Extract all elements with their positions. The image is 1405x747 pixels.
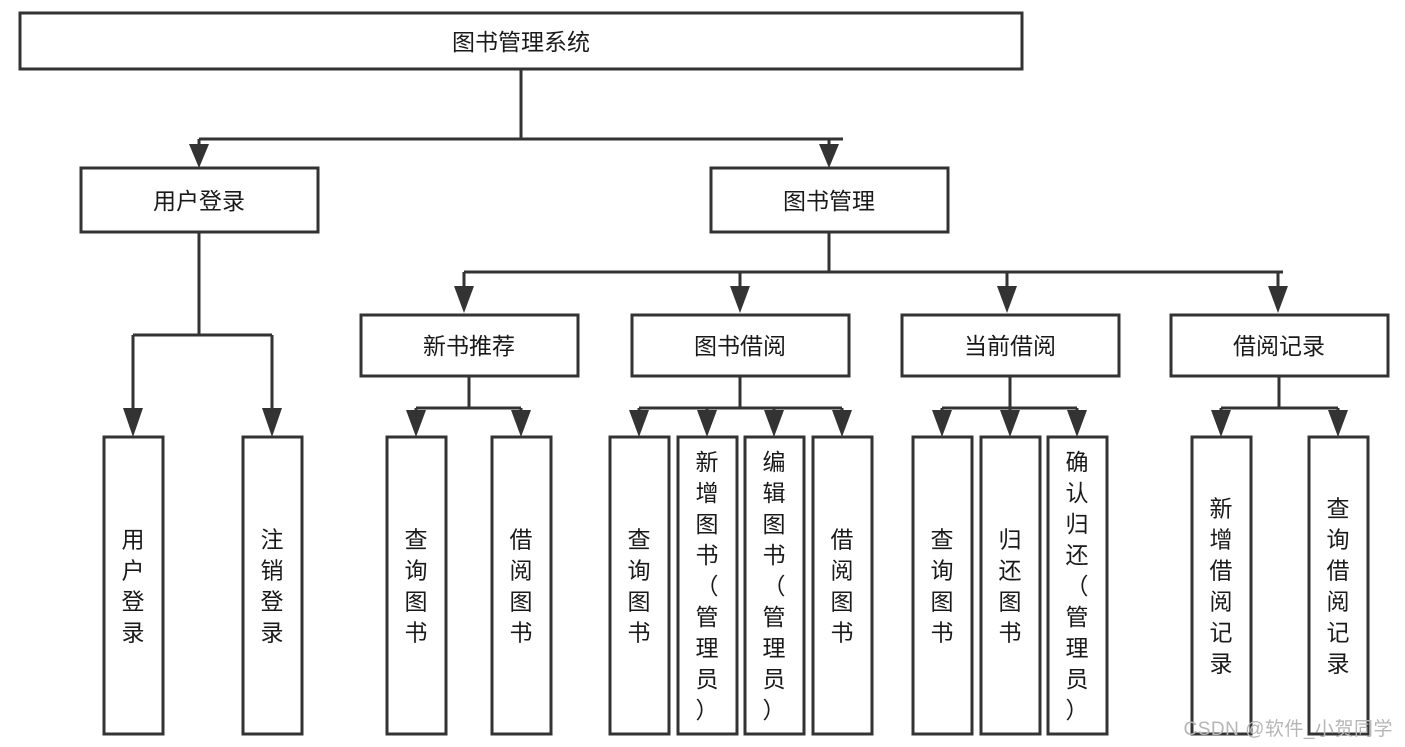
arrow-head-book-mgmt (819, 144, 839, 168)
arrow-head-leaf-query-book-1 (406, 410, 426, 437)
connector-group-new-book (406, 376, 531, 437)
arrow-head-leaf-confirm-return (1067, 410, 1087, 437)
node-borrow-records-box[interactable] (1169, 313, 1390, 378)
arrow-head-leaf-user-login (123, 408, 143, 437)
leaf-confirm-return[interactable]: 确认归还（管理员） (1046, 435, 1109, 736)
node-root[interactable]: 图书管理系统 (18, 11, 1024, 71)
connector-group-root (189, 69, 843, 168)
arrow-head-leaf-borrow-book-1 (511, 410, 531, 437)
node-new-book-recommend[interactable]: 新书推荐 (359, 313, 580, 378)
leaf-edit-book-label: 编辑图书（管理员） (763, 449, 786, 723)
leaf-user-login-box[interactable] (102, 435, 165, 736)
leaf-borrow-book[interactable]: 借阅图书 (811, 435, 874, 736)
node-current-borrow-label: 当前借阅 (964, 333, 1056, 359)
leaf-add-book-label: 新增图书（管理员） (696, 449, 719, 723)
leaf-user-login-label: 用户登录 (122, 527, 145, 646)
connector-group-book-borrow (629, 376, 852, 437)
leaf-query-book-recommend-box[interactable] (385, 435, 448, 736)
node-borrow-records-label: 借阅记录 (1233, 333, 1325, 359)
arrow-head-new-book (454, 286, 474, 313)
arrow-head-leaf-add-record (1211, 410, 1231, 437)
arrow-head-book-borrow (730, 286, 750, 313)
leaf-add-borrow-record-label: 新增借阅记录 (1210, 496, 1233, 677)
node-user-login[interactable]: 用户登录 (79, 166, 320, 234)
arrow-head-leaf-return-book (1000, 410, 1020, 437)
connector-group-book-mgmt (454, 232, 1288, 313)
leaf-borrow-book-recommend-label: 借阅图书 (510, 527, 533, 646)
leaf-query-book-recommend-label: 查询图书 (405, 527, 428, 646)
arrow-head-leaf-logout (262, 408, 282, 437)
arrow-head-leaf-query-book-2 (629, 410, 649, 437)
leaf-edit-book[interactable]: 编辑图书（管理员） (743, 435, 806, 736)
leaf-borrow-book-recommend[interactable]: 借阅图书 (490, 435, 553, 736)
leaf-edit-book-box[interactable] (743, 435, 806, 736)
leaf-logout[interactable]: 注销登录 (241, 435, 304, 736)
arrow-head-leaf-edit-book (764, 410, 784, 437)
leaf-query-book-borrow-label: 查询图书 (628, 527, 651, 646)
leaf-query-borrow-record-label: 查询借阅记录 (1327, 496, 1350, 677)
leaf-confirm-return-box[interactable] (1046, 435, 1109, 736)
node-root-label: 图书管理系统 (452, 29, 590, 55)
arrow-head-user-login (189, 144, 209, 168)
node-borrow-records[interactable]: 借阅记录 (1169, 313, 1390, 378)
node-root-box[interactable] (18, 11, 1024, 71)
leaf-return-book[interactable]: 归还图书 (979, 435, 1042, 736)
connector-group-borrow-records (1211, 376, 1348, 437)
node-book-management-label: 图书管理 (783, 188, 875, 214)
node-book-management-box[interactable] (709, 166, 950, 234)
leaf-query-borrow-record[interactable]: 查询借阅记录 (1307, 435, 1370, 736)
arrow-head-leaf-add-book (697, 410, 717, 437)
leaf-query-book-current-label: 查询图书 (931, 527, 954, 646)
leaf-add-borrow-record[interactable]: 新增借阅记录 (1190, 435, 1253, 736)
connector-group-user-login (123, 232, 282, 437)
leaf-query-borrow-record-box[interactable] (1307, 435, 1370, 736)
leaf-logout-label: 注销登录 (261, 527, 284, 646)
arrow-head-leaf-query-record (1328, 410, 1348, 437)
leaf-borrow-book-recommend-box[interactable] (490, 435, 553, 736)
leaf-add-book[interactable]: 新增图书（管理员） (676, 435, 739, 736)
leaf-query-book-borrow-box[interactable] (608, 435, 671, 736)
leaf-query-book-recommend[interactable]: 查询图书 (385, 435, 448, 736)
csdn-watermark: CSDN @软件_小贺同学 (1183, 719, 1393, 740)
node-book-management[interactable]: 图书管理 (709, 166, 950, 234)
leaf-add-book-box[interactable] (676, 435, 739, 736)
node-user-login-label: 用户登录 (153, 188, 245, 214)
leaf-return-book-box[interactable] (979, 435, 1042, 736)
node-current-borrow[interactable]: 当前借阅 (900, 313, 1121, 378)
arrow-head-leaf-query-book-3 (932, 410, 952, 437)
node-book-borrow-label: 图书借阅 (694, 333, 786, 359)
connector-group-current-borrow (932, 376, 1087, 437)
node-new-book-recommend-box[interactable] (359, 313, 580, 378)
arrow-head-leaf-borrow-book-2 (832, 410, 852, 437)
arrow-head-current-borrow (997, 286, 1017, 313)
leaf-return-book-label: 归还图书 (999, 527, 1022, 646)
leaf-confirm-return-label: 确认归还（管理员） (1066, 449, 1089, 723)
node-current-borrow-box[interactable] (900, 313, 1121, 378)
node-user-login-box[interactable] (79, 166, 320, 234)
leaf-query-book-borrow[interactable]: 查询图书 (608, 435, 671, 736)
leaf-query-book-current[interactable]: 查询图书 (911, 435, 974, 736)
leaf-logout-box[interactable] (241, 435, 304, 736)
leaf-borrow-book-box[interactable] (811, 435, 874, 736)
leaf-add-borrow-record-box[interactable] (1190, 435, 1253, 736)
leaf-query-book-current-box[interactable] (911, 435, 974, 736)
node-book-borrow-box[interactable] (630, 313, 851, 378)
node-book-borrow[interactable]: 图书借阅 (630, 313, 851, 378)
arrow-head-borrow-records (1268, 286, 1288, 313)
leaf-borrow-book-label: 借阅图书 (831, 527, 854, 646)
node-new-book-recommend-label: 新书推荐 (423, 333, 515, 359)
leaf-user-login[interactable]: 用户登录 (102, 435, 165, 736)
